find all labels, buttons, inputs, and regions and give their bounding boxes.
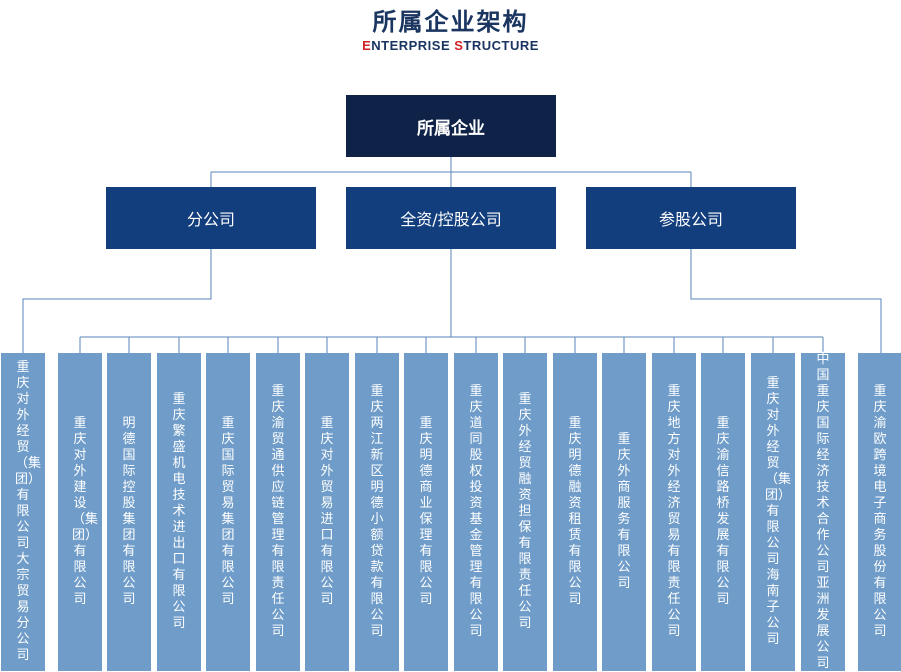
company-box: 重庆明德融资租赁有限公司: [553, 353, 597, 671]
company-box: 重庆明德商业保理有限公司: [404, 353, 448, 671]
company-name: 重庆对外经贸（集团）有限公司大宗贸易分公司: [15, 360, 42, 663]
company-box: 重庆渝贸通供应链管理有限责任公司: [256, 353, 300, 671]
company-name: 重庆对外贸易进口有限公司: [320, 416, 334, 607]
company-name: 明德国际控股集团有限公司: [122, 416, 136, 607]
company-box: 重庆渝信路桥发展有限公司: [701, 353, 745, 671]
company-box: 重庆地方对外经济贸易有限责任公司: [652, 353, 696, 671]
page-title: 所属企业架构: [372, 8, 529, 36]
company-name: 重庆渝信路桥发展有限公司: [716, 416, 730, 607]
company-name: 中国重庆国际经济技术合作公司亚洲发展公司: [816, 352, 830, 671]
company-name: 重庆外经贸融资担保有限责任公司: [518, 392, 532, 631]
subtitle-part-1: NTERPRISE: [371, 38, 455, 53]
company-box: 重庆两江新区明德小额贷款有限公司: [355, 353, 399, 671]
category-wholly-owned: 全资/控股公司: [346, 187, 556, 249]
company-name: 重庆对外经贸（集团）有限公司海南子公司: [765, 376, 792, 647]
page-subtitle: ENTERPRISE STRUCTURE: [0, 38, 901, 54]
company-name: 重庆明德商业保理有限公司: [419, 416, 433, 607]
company-name: 重庆外商服务有限公司: [617, 432, 631, 591]
root-node: 所属企业: [346, 95, 556, 157]
connector-equity-leaf: [690, 249, 882, 353]
company-name: 重庆明德融资租赁有限公司: [568, 416, 582, 607]
company-box: 明德国际控股集团有限公司: [107, 353, 151, 671]
company-box: 重庆对外贸易进口有限公司: [305, 353, 349, 671]
company-box: 重庆渝欧跨境电子商务股份有限公司: [858, 353, 901, 671]
company-name: 重庆渝欧跨境电子商务股份有限公司: [873, 384, 887, 639]
company-name: 重庆对外建设（集团）有限公司: [72, 416, 99, 607]
company-box: 重庆繁盛机电技术进出口有限公司: [157, 353, 201, 671]
company-box: 重庆道同股权投资基金管理有限公司: [454, 353, 498, 671]
connector-branch-leaf: [22, 249, 212, 353]
company-box: 重庆外经贸融资担保有限责任公司: [503, 353, 547, 671]
company-box: 重庆国际贸易集团有限公司: [206, 353, 250, 671]
company-name: 重庆两江新区明德小额贷款有限公司: [370, 384, 384, 639]
category-branch: 分公司: [106, 187, 316, 249]
company-box: 重庆对外建设（集团）有限公司: [58, 353, 102, 671]
company-box: 重庆对外经贸（集团）有限公司大宗贸易分公司: [1, 353, 45, 671]
category-equity: 参股公司: [586, 187, 796, 249]
company-box: 重庆对外经贸（集团）有限公司海南子公司: [751, 353, 795, 671]
company-name: 重庆国际贸易集团有限公司: [221, 416, 235, 607]
subtitle-accent-e: E: [362, 38, 372, 53]
company-name: 重庆渝贸通供应链管理有限责任公司: [271, 384, 285, 639]
company-box: 重庆外商服务有限公司: [602, 353, 646, 671]
subtitle-accent-s: S: [454, 38, 464, 53]
company-name: 重庆道同股权投资基金管理有限公司: [469, 384, 483, 639]
subtitle-part-2: TRUCTURE: [463, 38, 539, 53]
company-name: 重庆地方对外经济贸易有限责任公司: [667, 384, 681, 639]
company-name: 重庆繁盛机电技术进出口有限公司: [172, 392, 186, 631]
company-box: 中国重庆国际经济技术合作公司亚洲发展公司: [801, 352, 845, 671]
